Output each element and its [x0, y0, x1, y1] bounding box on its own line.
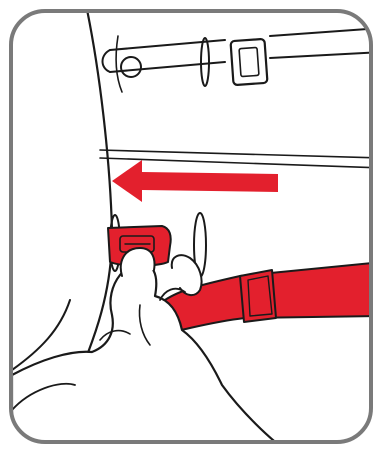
- upper-strap-hole: [121, 57, 141, 77]
- upper-strap: [110, 28, 382, 72]
- upper-strap-buckle: [231, 39, 268, 85]
- upper-strap-slot: [201, 38, 209, 86]
- seam-line-top: [100, 150, 382, 158]
- red-arrow: [112, 160, 278, 202]
- seam-line-bottom: [100, 158, 382, 168]
- upper-strap-left-cap: [103, 50, 111, 72]
